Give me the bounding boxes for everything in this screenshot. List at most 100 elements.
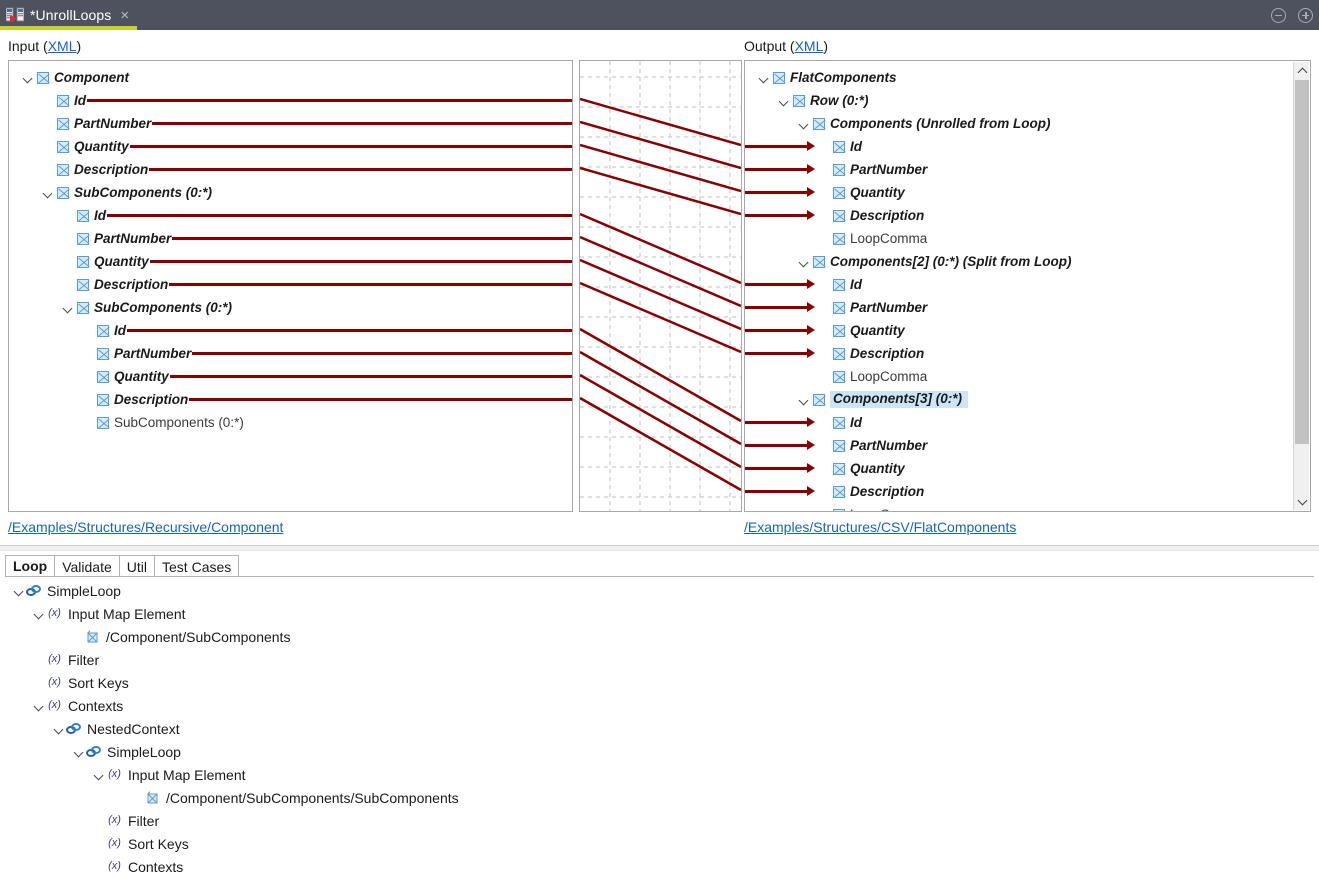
loop-tree-row[interactable]: (x)Filter bbox=[92, 809, 159, 832]
expand-icon[interactable] bbox=[1298, 7, 1313, 23]
loop-tree-row[interactable]: SimpleLoop bbox=[72, 740, 181, 763]
output-tree-row[interactable]: Components[2] (0:*) (Split from Loop) bbox=[797, 250, 1071, 273]
output-tree-row[interactable]: LoopComma bbox=[817, 365, 927, 388]
chevron-down-icon[interactable] bbox=[757, 71, 771, 85]
input-tree-row[interactable]: SubComponents (0:*) bbox=[61, 296, 232, 319]
connection-arrow bbox=[745, 329, 807, 332]
connection-stub bbox=[172, 237, 572, 240]
output-tree-row-label: Quantity bbox=[850, 322, 905, 338]
output-tree-row[interactable]: Description bbox=[817, 480, 924, 503]
output-tree-row[interactable]: Components (Unrolled from Loop) bbox=[797, 112, 1050, 135]
editor-tab-unrollloops[interactable]: *UnrollLoops × bbox=[0, 0, 138, 30]
chevron-down-icon[interactable] bbox=[32, 699, 46, 713]
input-tree-row[interactable]: Quantity bbox=[61, 250, 149, 273]
chevron-down-icon[interactable] bbox=[61, 301, 75, 315]
tab-loop[interactable]: Loop bbox=[5, 555, 56, 577]
chevron-down-icon[interactable] bbox=[92, 768, 106, 782]
chevron-down-icon[interactable] bbox=[72, 745, 86, 759]
input-panel-label: Input (XML) bbox=[8, 38, 81, 54]
tab-util[interactable]: Util bbox=[118, 555, 156, 577]
tree-spacer bbox=[817, 508, 831, 512]
chevron-down-icon[interactable] bbox=[52, 722, 66, 736]
loop-tree-row[interactable]: (x)Sort Keys bbox=[92, 832, 189, 855]
chevron-down-icon[interactable] bbox=[41, 186, 55, 200]
output-tree-scrollbar[interactable] bbox=[1293, 62, 1309, 510]
output-tree-row[interactable]: LoopComma bbox=[817, 503, 927, 512]
tree-spacer bbox=[41, 94, 55, 108]
output-tree-row[interactable]: Id bbox=[817, 135, 862, 158]
loop-tree-row[interactable]: NestedContext bbox=[52, 717, 180, 740]
input-tree-row[interactable]: PartNumber bbox=[81, 342, 191, 365]
output-tree-row[interactable]: Quantity bbox=[817, 181, 905, 204]
input-tree-row[interactable]: PartNumber bbox=[41, 112, 151, 135]
chevron-down-icon[interactable] bbox=[797, 393, 811, 407]
loop-tree-row[interactable]: (x)Sort Keys bbox=[32, 671, 129, 694]
output-tree-row[interactable]: FlatComponents bbox=[757, 66, 897, 89]
output-tree-row[interactable]: Id bbox=[817, 273, 862, 296]
input-path-link[interactable]: /Examples/Structures/Recursive/Component bbox=[8, 519, 284, 535]
input-tree-row-label: Description bbox=[94, 276, 169, 292]
output-tree-row[interactable]: Row (0:*) bbox=[777, 89, 869, 112]
input-tree-row[interactable]: PartNumber bbox=[61, 227, 171, 250]
output-tree-row[interactable]: PartNumber bbox=[817, 434, 927, 457]
chevron-down-icon[interactable] bbox=[1294, 493, 1310, 510]
input-tree-row[interactable]: Id bbox=[61, 204, 106, 227]
input-tree-row[interactable]: Description bbox=[41, 158, 148, 181]
input-tree-row[interactable]: Quantity bbox=[41, 135, 129, 158]
loop-tree-row[interactable]: (x)Contexts bbox=[32, 694, 123, 717]
chevron-down-icon[interactable] bbox=[797, 117, 811, 131]
tab-validate[interactable]: Validate bbox=[54, 555, 120, 577]
input-xml-link[interactable]: XML bbox=[47, 38, 77, 54]
input-tree-row[interactable]: SubComponents (0:*) bbox=[41, 181, 212, 204]
scrollbar-thumb[interactable] bbox=[1295, 80, 1309, 444]
panel-splitter[interactable] bbox=[0, 545, 1319, 551]
output-xml-link[interactable]: XML bbox=[794, 38, 824, 54]
chevron-down-icon[interactable] bbox=[21, 71, 35, 85]
chevron-up-icon[interactable] bbox=[1294, 62, 1310, 79]
loop-icon bbox=[66, 722, 81, 735]
input-tree-row[interactable]: Id bbox=[41, 89, 86, 112]
loop-icon bbox=[26, 584, 41, 597]
output-tree-row[interactable]: Description bbox=[817, 342, 924, 365]
fx-icon: (x) bbox=[48, 607, 61, 619]
chevron-down-icon[interactable] bbox=[32, 607, 46, 621]
output-tree-row[interactable]: Quantity bbox=[817, 457, 905, 480]
chevron-down-icon[interactable] bbox=[777, 94, 791, 108]
loop-tree-row[interactable]: (x)Contexts bbox=[92, 855, 183, 878]
output-tree-row[interactable]: Description bbox=[817, 204, 924, 227]
chevron-down-icon[interactable] bbox=[797, 255, 811, 269]
input-tree-row[interactable]: Description bbox=[61, 273, 168, 296]
output-tree-row[interactable]: LoopComma bbox=[817, 227, 927, 250]
loop-tree-row[interactable]: (x)Input Map Element bbox=[32, 602, 185, 625]
chevron-down-icon[interactable] bbox=[12, 584, 26, 598]
output-tree-row[interactable]: Id bbox=[817, 411, 862, 434]
input-tree-row[interactable]: Id bbox=[81, 319, 126, 342]
output-tree-row[interactable]: PartNumber bbox=[817, 296, 927, 319]
xml-element-icon bbox=[833, 301, 845, 314]
input-tree-row[interactable]: SubComponents (0:*) bbox=[81, 411, 244, 434]
tab-test-cases[interactable]: Test Cases bbox=[154, 555, 240, 577]
loop-tree-row[interactable]: SimpleLoop bbox=[12, 579, 121, 602]
loop-tree-row[interactable]: (x)Filter bbox=[32, 648, 99, 671]
loop-tree-row[interactable]: /Component/SubComponents bbox=[72, 625, 290, 648]
input-tree-row-label: Quantity bbox=[114, 368, 169, 384]
xml-element-icon bbox=[773, 71, 785, 84]
input-tree-row[interactable]: Component bbox=[21, 66, 129, 89]
input-tree-row[interactable]: Description bbox=[81, 388, 188, 411]
tree-spacer bbox=[132, 791, 146, 805]
output-tree-row[interactable]: PartNumber bbox=[817, 158, 927, 181]
loop-tree-row[interactable]: (x)Input Map Element bbox=[92, 763, 245, 786]
close-icon[interactable]: × bbox=[120, 6, 130, 24]
connection-canvas[interactable] bbox=[579, 60, 742, 512]
loop-tree-row[interactable]: /Component/SubComponents/SubComponents bbox=[132, 786, 459, 809]
output-tree-row-selected[interactable]: Components[3] (0:*) bbox=[797, 388, 968, 411]
tree-spacer bbox=[32, 653, 46, 667]
output-tree-row[interactable]: Quantity bbox=[817, 319, 905, 342]
output-path-link[interactable]: /Examples/Structures/CSV/FlatComponents bbox=[744, 519, 1017, 535]
output-tree-row-label: Description bbox=[850, 345, 925, 361]
input-tree-row[interactable]: Quantity bbox=[81, 365, 169, 388]
collapse-icon[interactable] bbox=[1271, 7, 1286, 23]
